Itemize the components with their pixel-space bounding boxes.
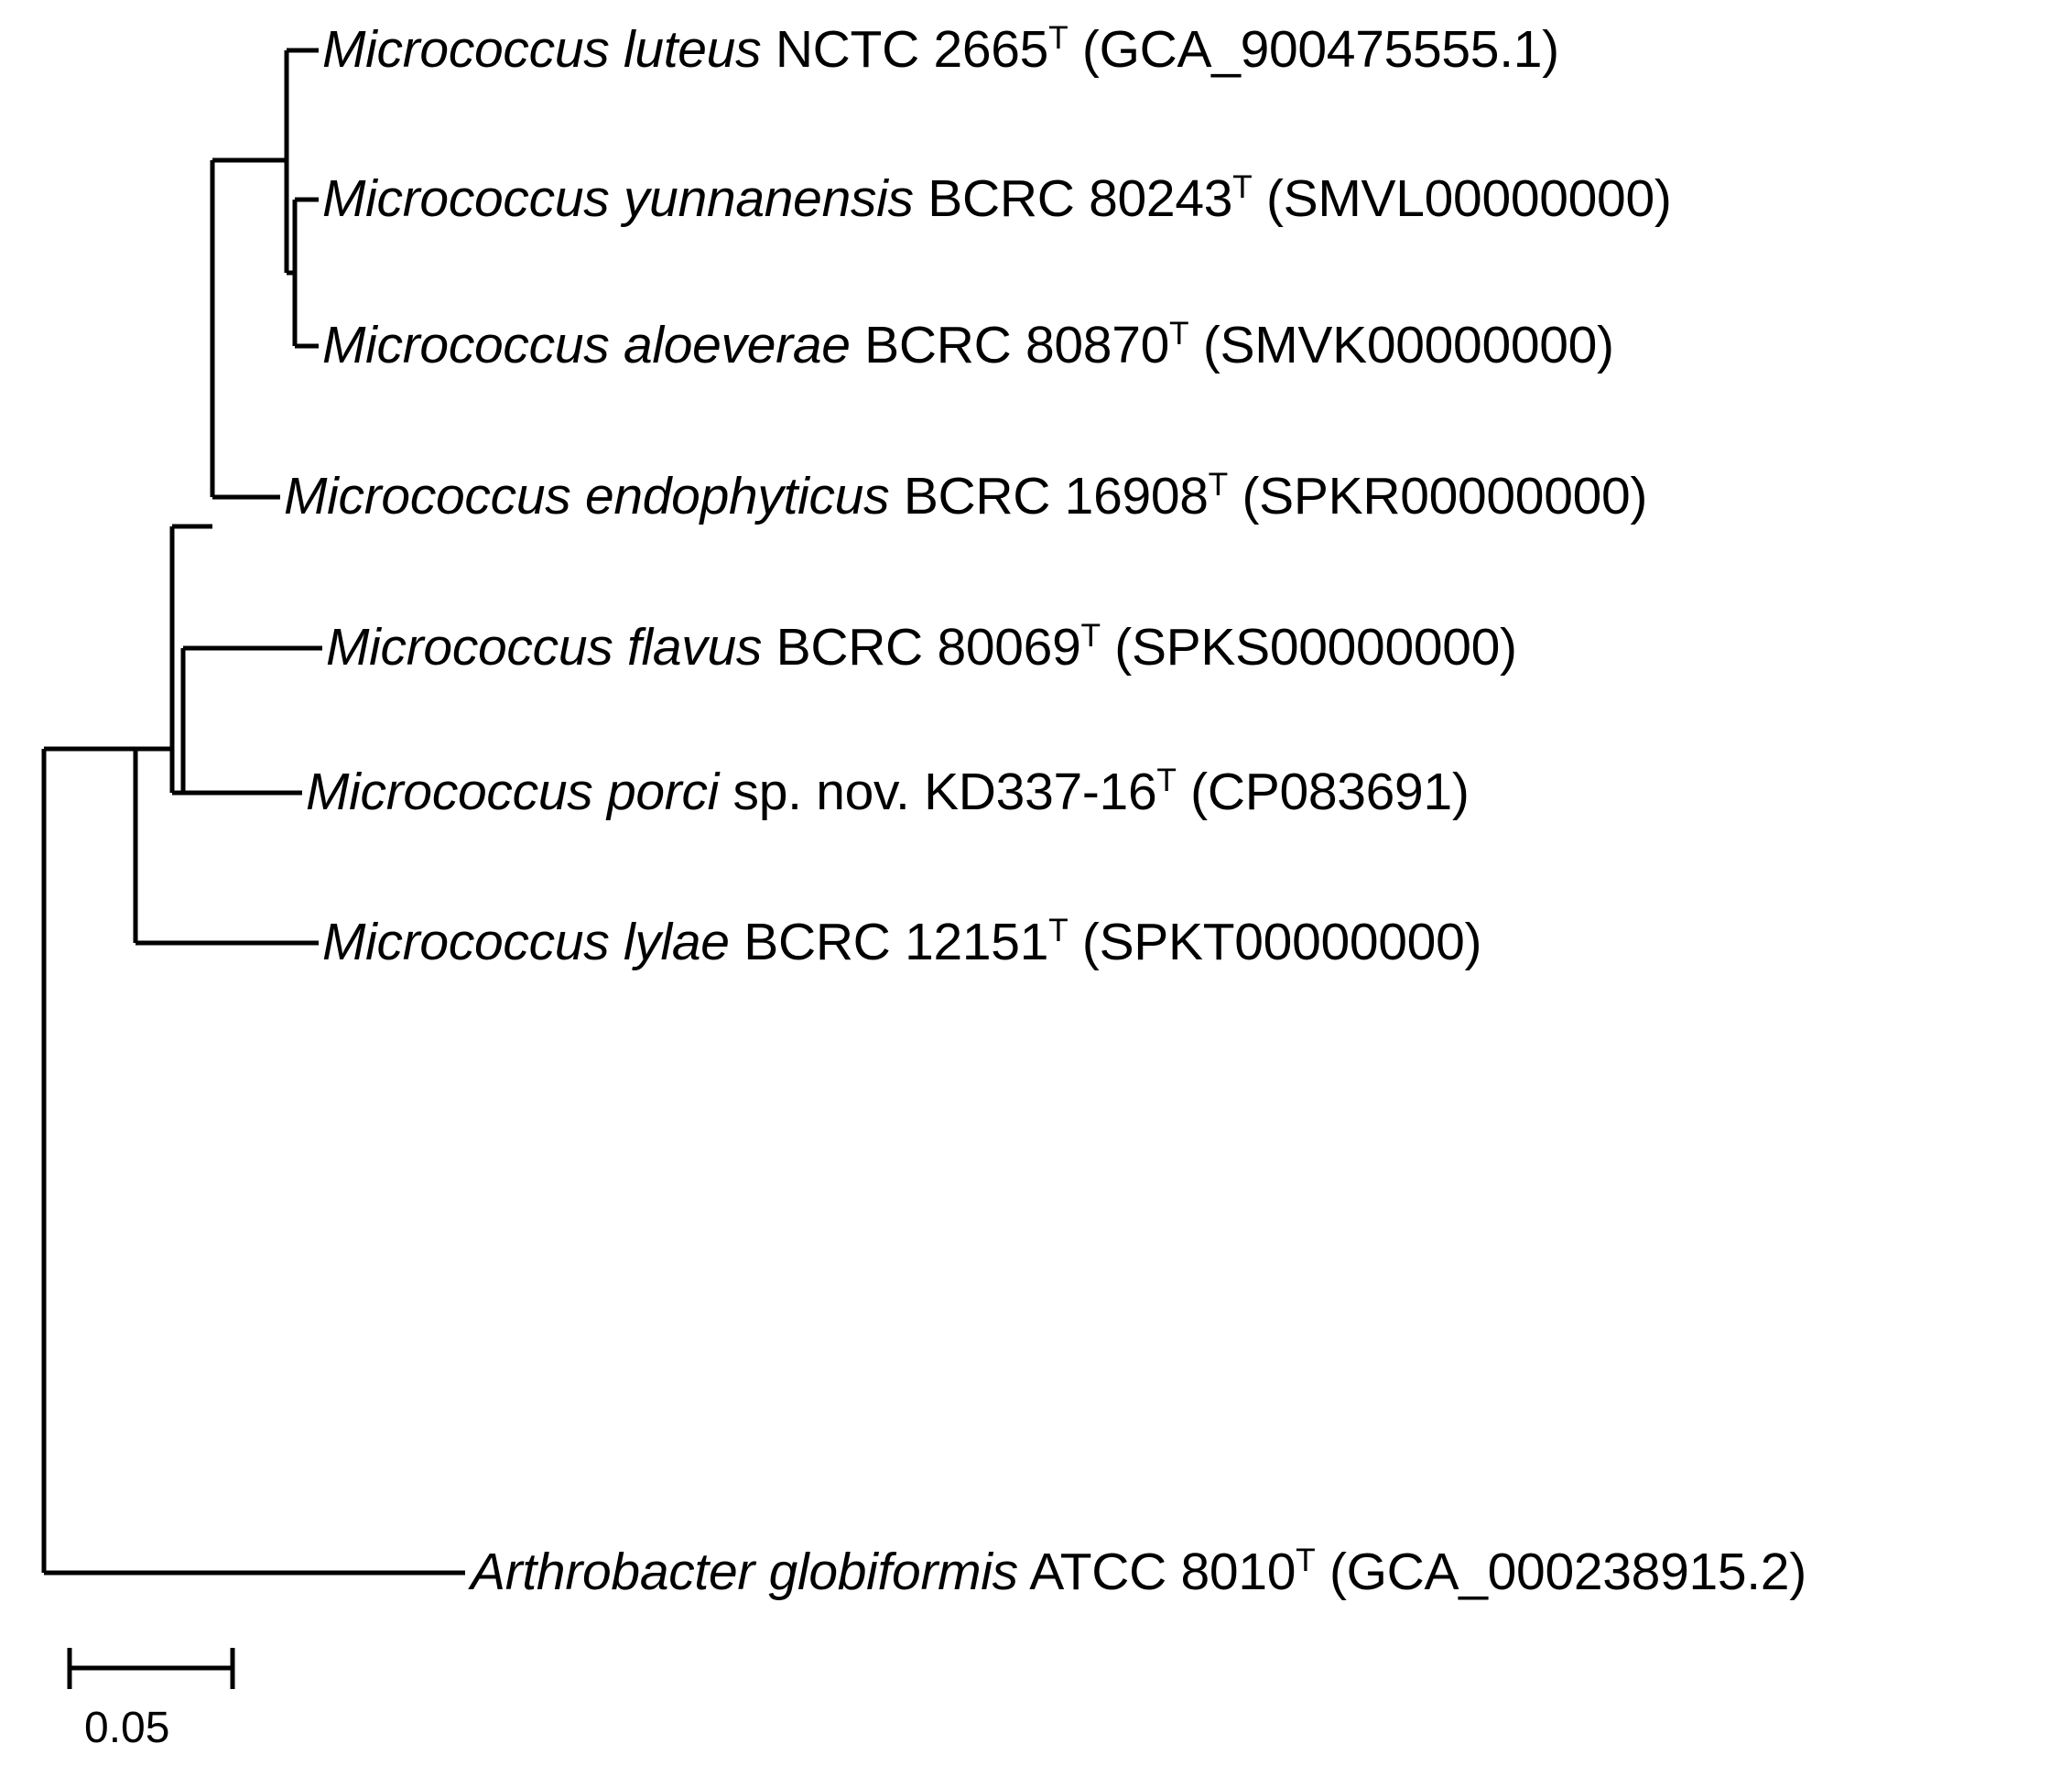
taxon-name: Micrococcus lylae <box>322 913 730 971</box>
taxon-label-micrococcus-porci: Micrococcus porci sp. nov. KD337-16T (CP… <box>306 763 1470 821</box>
taxon-name: Micrococcus porci <box>306 763 720 821</box>
taxon-name: Micrococcus aloeverae <box>322 316 851 374</box>
taxon-accession: (SMVK00000000) <box>1188 316 1614 374</box>
taxon-strain: NCTC 2665 <box>761 20 1049 79</box>
type-strain-marker: T <box>1169 316 1189 352</box>
taxon-strain: ATCC 8010 <box>1017 1543 1296 1601</box>
taxon-accession: (CP083691) <box>1176 763 1470 821</box>
taxon-name: Micrococcus luteus <box>322 20 762 79</box>
type-strain-marker: T <box>1232 169 1253 205</box>
type-strain-marker: T <box>1080 618 1101 654</box>
taxon-label-micrococcus-lylae: Micrococcus lylae BCRC 12151T (SPKT00000… <box>322 913 1482 971</box>
taxon-label-arthrobacter-globiformis: Arthrobacter globiformis ATCC 8010T (GCA… <box>471 1543 1806 1601</box>
taxon-accession: (GCA_900475555.1) <box>1068 20 1559 79</box>
type-strain-marker: T <box>1296 1543 1316 1578</box>
taxon-name: Micrococcus flavus <box>326 618 763 677</box>
taxon-accession: (SMVL00000000) <box>1252 169 1672 228</box>
taxon-label-micrococcus-luteus: Micrococcus luteus NCTC 2665T (GCA_90047… <box>322 22 1559 76</box>
taxon-name: Micrococcus yunnanensis <box>322 169 914 228</box>
taxon-strain: BCRC 12151 <box>729 913 1049 971</box>
taxon-accession: (SPKS00000000) <box>1100 618 1517 677</box>
taxon-strain: BCRC 80243 <box>913 169 1233 228</box>
taxon-label-micrococcus-endophyticus: Micrococcus endophyticus BCRC 16908T (SP… <box>284 469 1647 523</box>
taxon-label-micrococcus-yunnanensis: Micrococcus yunnanensis BCRC 80243T (SMV… <box>322 171 1672 225</box>
type-strain-marker: T <box>1208 467 1229 503</box>
taxon-label-micrococcus-flavus: Micrococcus flavus BCRC 80069T (SPKS0000… <box>326 620 1517 674</box>
type-strain-marker: T <box>1048 913 1069 948</box>
taxon-strain: BCRC 80069 <box>762 618 1081 677</box>
type-strain-marker: T <box>1156 763 1177 798</box>
taxon-rank-note: sp. nov. <box>719 763 910 821</box>
taxon-accession: (SPKR00000000) <box>1227 467 1648 525</box>
taxon-strain: BCRC 80870 <box>850 316 1170 374</box>
taxon-name: Arthrobacter globiformis <box>471 1543 1018 1601</box>
taxon-strain: BCRC 16908 <box>889 467 1209 525</box>
type-strain-marker: T <box>1048 20 1069 56</box>
taxon-strain: KD337-16 <box>909 763 1157 821</box>
taxon-accession: (GCA_000238915.2) <box>1315 1543 1806 1601</box>
taxon-name: Micrococcus endophyticus <box>284 467 890 525</box>
taxon-accession: (SPKT00000000) <box>1068 913 1482 971</box>
scale-bar-label: 0.05 <box>84 1704 170 1752</box>
taxon-label-micrococcus-aloeverae: Micrococcus aloeverae BCRC 80870T (SMVK0… <box>322 316 1614 374</box>
